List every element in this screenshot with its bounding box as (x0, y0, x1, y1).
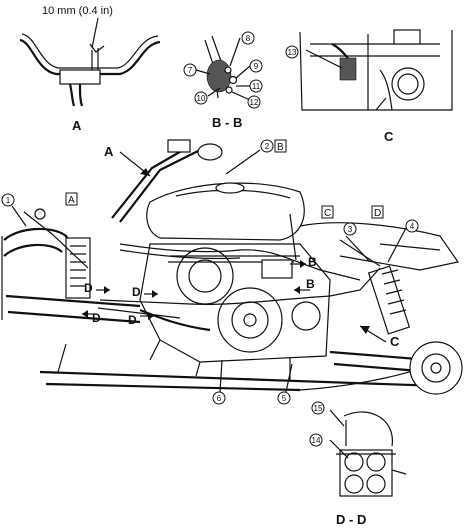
view-arrows: A C B B D D D D (82, 144, 400, 349)
detail-c: C (299, 29, 453, 144)
detail-b-b-label: B - B (212, 115, 242, 130)
callout-circle (249, 59, 263, 73)
leader-lines (11, 149, 407, 393)
view-arrow-c: C (390, 334, 400, 349)
view-arrow-d-3: D (92, 311, 101, 325)
callout-number: 10 (197, 94, 206, 103)
callout-circle (212, 391, 226, 405)
boxed-letter-a: A (68, 195, 75, 206)
callout-number: 8 (246, 34, 251, 43)
callout-number: 5 (282, 394, 287, 403)
view-arrow-d-4: D (128, 313, 137, 327)
callout-9: 9 (249, 59, 263, 73)
view-arrow-b-upper: B (308, 255, 317, 269)
detail-a: 10 mm (0.4 in) A (19, 5, 161, 133)
callout-5: 5 (277, 391, 291, 405)
callout-4: 4 (405, 219, 419, 233)
view-arrow-a: A (104, 144, 114, 159)
callout-14: 14 (309, 433, 323, 447)
boxed-letter-c: C (324, 208, 331, 219)
callout-number: 15 (314, 404, 323, 413)
callout-circle (260, 139, 274, 153)
view-arrow-d-2: D (132, 285, 141, 299)
callout-6: 6 (212, 391, 226, 405)
callout-number: 2 (265, 142, 270, 151)
callout-circle (1, 193, 15, 207)
callout-number: 4 (410, 222, 415, 231)
callout-circle (249, 79, 263, 93)
callout-11: 11 (249, 79, 263, 93)
callout-circle (285, 45, 299, 59)
callout-number: 12 (250, 98, 259, 107)
callout-circle (311, 401, 325, 415)
callout-circle (247, 95, 261, 109)
callout-circle (343, 222, 357, 236)
detail-a-label: A (72, 118, 82, 133)
boxed-letters: A B C D (65, 139, 384, 219)
callout-2: 2 (260, 139, 274, 153)
callout-circle (183, 63, 197, 77)
callout-number: 14 (312, 436, 321, 445)
detail-b-b: B - B (195, 35, 252, 130)
detail-c-label: C (384, 129, 394, 144)
callout-number: 7 (188, 66, 193, 75)
callout-15: 15 (311, 401, 325, 415)
callout-number: 6 (217, 394, 222, 403)
callout-circle (194, 91, 208, 105)
view-arrow-b-lower: B (306, 277, 315, 291)
callout-3: 3 (343, 222, 357, 236)
boxed-letter-d: D (374, 208, 381, 219)
callout-1: 1 (1, 193, 15, 207)
callout-10: 10 (194, 91, 208, 105)
callout-circle (241, 31, 255, 45)
callout-circle (277, 391, 291, 405)
main-vehicle-drawing (1, 139, 463, 395)
detail-d-d: D - D (329, 409, 407, 527)
callout-12: 12 (247, 95, 261, 109)
callout-7: 7 (183, 63, 197, 77)
callout-number: 3 (348, 225, 353, 234)
callout-circle (405, 219, 419, 233)
callout-8: 8 (241, 31, 255, 45)
callout-number: 9 (254, 62, 259, 71)
boxed-letter-b: B (277, 142, 284, 153)
callout-circle (309, 433, 323, 447)
view-arrow-d-1: D (84, 281, 93, 295)
callout-13: 13 (285, 45, 299, 59)
callout-number: 13 (288, 48, 297, 57)
callout-number: 1 (6, 196, 11, 205)
callout-number: 11 (252, 82, 261, 91)
dimension-label: 10 mm (0.4 in) (42, 5, 113, 17)
detail-d-d-label: D - D (336, 512, 366, 527)
